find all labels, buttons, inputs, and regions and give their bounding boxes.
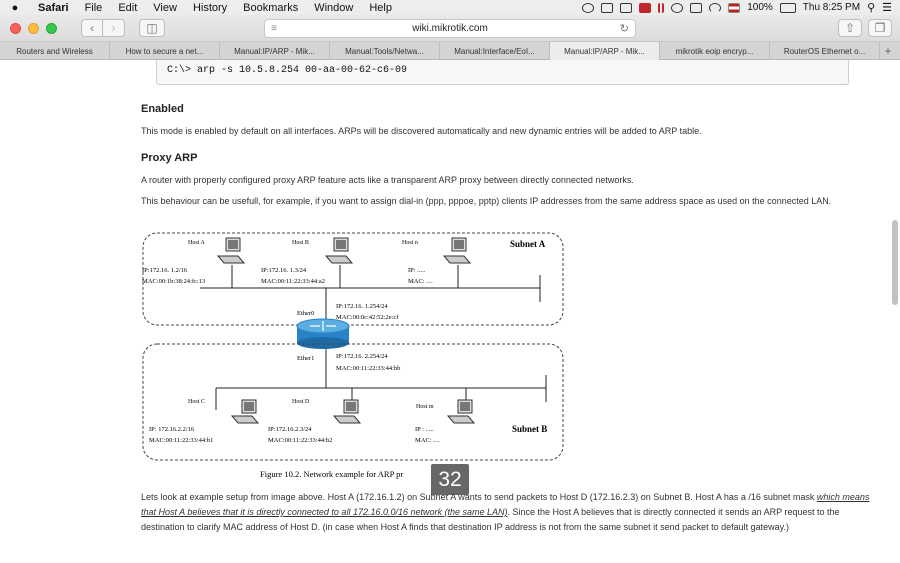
example-paragraph-emphasis: which means that Host A believes that it… [141, 492, 870, 517]
status-e-icon[interactable] [582, 2, 595, 13]
proxy-paragraph-1: A router with properly configured proxy … [141, 175, 634, 185]
figure-caption: Figure 10.2. Network example for ARP pr [260, 469, 403, 479]
ether1-label: Ether1 [297, 355, 314, 362]
subnet-b-label: Subnet B [512, 424, 547, 434]
host-c-ip: IP: 172.16.2.2/16 [149, 426, 195, 433]
host-a-ip: IP:172.16. 1.2/16 [142, 267, 188, 274]
share-button[interactable]: ⇧ [838, 19, 862, 37]
host-d-computer-icon [332, 399, 362, 424]
notification-center-icon[interactable]: ☰ [882, 2, 892, 14]
tab-ip-arp-1[interactable]: Manual:IP/ARP - Mik... [220, 42, 330, 60]
minimize-window-icon[interactable] [28, 22, 39, 34]
host-m-mac: MAC: .... [415, 437, 440, 444]
wifi-icon[interactable] [709, 2, 722, 13]
host-d-mac: MAC:00:11:22:33:44:b2 [268, 437, 332, 444]
host-m-name: Host m [416, 404, 434, 410]
host-a-mac: MAC:00:1b:38:24:fc:13 [142, 278, 205, 285]
messages-icon[interactable] [601, 2, 614, 13]
heading-proxy-arp: Proxy ARP [141, 152, 198, 164]
host-a-name: Host A [188, 240, 206, 246]
host-m-ip: IP : ..... [415, 426, 434, 433]
example-paragraph-start: Lets look at example setup from image ab… [141, 492, 817, 502]
network-diagram: Subnet A Host A IP:172.16. 1.2/16 MAC:00… [142, 232, 564, 479]
subnet-a-box [142, 232, 564, 326]
host-a-computer-icon [216, 237, 246, 264]
host-c-mac: MAC:00:11:22:33:44:b1 [149, 437, 213, 444]
ether1-ip: IP:172.16. 2.254/24 [336, 353, 388, 360]
battery-percent: 100% [747, 2, 773, 13]
tab-secure-network[interactable]: How to secure a net... [110, 42, 220, 60]
nav-buttons: ‹ › [81, 19, 125, 37]
host-b-name: Host B [292, 240, 309, 246]
host-d-ip: IP:172.16.2.3/24 [268, 426, 312, 433]
code-block: C:\> arp -s 10.5.8.254 00-aa-00-62-c6-09 [156, 60, 849, 85]
input-source-flag-icon[interactable] [728, 2, 741, 13]
show-tabs-button[interactable]: ❐ [868, 19, 892, 37]
page-content: C:\> arp -s 10.5.8.254 00-aa-00-62-c6-09… [0, 60, 900, 563]
host-b-computer-icon [324, 237, 354, 264]
new-tab-button[interactable]: + [884, 43, 892, 58]
menu-view[interactable]: View [153, 1, 177, 14]
ether0-label: Ether0 [297, 310, 314, 317]
browser-toolbar: ‹ › ◫ ≡ wiki.mikrotik.com ↻ ⇧ ❐ [0, 15, 900, 42]
host-n-computer-icon [442, 237, 472, 264]
fullscreen-window-icon[interactable] [46, 22, 57, 34]
tab-interface-eoip[interactable]: Manual:Interface/EoI... [440, 42, 550, 60]
back-button[interactable]: ‹ [81, 19, 103, 37]
router-icon [296, 318, 350, 349]
proxy-paragraph-2: This behaviour can be usefull, for examp… [141, 196, 832, 206]
menu-file[interactable]: File [84, 1, 103, 14]
ether0-mac: MAC:00:0c:42:52:2e:cf [336, 314, 399, 321]
overlay-badge: 32 [431, 464, 469, 495]
sidebar-toggle-button[interactable]: ◫ [139, 19, 165, 37]
heading-enabled: Enabled [141, 103, 184, 115]
reload-icon[interactable]: ↻ [619, 23, 629, 35]
tab-eoip-encryption[interactable]: mikrotik eoip encryp... [660, 42, 770, 60]
reader-list-icon[interactable]: ≡ [271, 23, 277, 34]
tab-ip-arp-active[interactable]: Manual:IP/ARP - Mik... [550, 42, 660, 60]
host-c-name: Host C [188, 399, 205, 405]
menu-bookmarks[interactable]: Bookmarks [243, 1, 299, 14]
forward-button[interactable]: › [103, 19, 125, 37]
status-red-app-icon[interactable] [639, 2, 652, 13]
macos-menubar: ● Safari File Edit View History Bookmark… [0, 0, 900, 15]
battery-icon[interactable] [779, 2, 796, 13]
host-n-name: Host n [402, 240, 418, 246]
apple-menu-icon[interactable]: ● [11, 1, 19, 14]
spotlight-search-icon[interactable]: ⚲ [867, 2, 876, 14]
example-paragraph-rest: . Since the Host A believes that is dire… [141, 507, 840, 532]
host-n-mac: MAC: .... [408, 278, 433, 285]
display-icon[interactable] [690, 2, 703, 13]
menu-edit[interactable]: Edit [118, 1, 138, 14]
parallels-icon[interactable] [658, 2, 665, 13]
host-c-computer-icon [230, 399, 260, 424]
subnet-b-box [142, 343, 564, 461]
menu-history[interactable]: History [192, 1, 228, 14]
address-bar[interactable]: ≡ wiki.mikrotik.com ↻ [264, 19, 636, 38]
url-text: wiki.mikrotik.com [412, 23, 488, 34]
host-b-mac: MAC:00:11:22:33:44:a2 [261, 278, 325, 285]
menu-app-name[interactable]: Safari [38, 1, 69, 14]
ether0-ip: IP:172.16. 1.254/24 [336, 303, 388, 310]
host-m-computer-icon [446, 399, 476, 424]
tab-routers-wireless[interactable]: Routers and Wireless [0, 42, 110, 60]
menu-window[interactable]: Window [314, 1, 354, 14]
enabled-paragraph: This mode is enabled by default on all i… [141, 126, 702, 136]
tab-routeros-ethernet[interactable]: RouterOS Ethernet o... [770, 42, 880, 60]
host-b-ip: IP:172.16. 1.3/24 [261, 267, 307, 274]
close-window-icon[interactable] [10, 22, 21, 34]
vertical-scrollbar[interactable] [892, 220, 898, 305]
host-n-ip: IP: ..... [408, 267, 426, 274]
tab-tools-network[interactable]: Manual:Tools/Netwa... [330, 42, 440, 60]
tab-strip: Routers and Wireless How to secure a net… [0, 42, 900, 60]
status-area: 100% Thu 8:25 PM ⚲ ☰ [582, 1, 900, 14]
clock[interactable]: Thu 8:25 PM [802, 2, 861, 13]
time-machine-icon[interactable] [671, 2, 684, 13]
subnet-a-label: Subnet A [510, 239, 546, 249]
status-app-icon[interactable] [620, 2, 633, 13]
example-paragraph: Lets look at example setup from image ab… [141, 490, 881, 535]
host-d-name: Host D [292, 399, 310, 405]
ether1-mac: MAC:00:11:22:33:44:bb [336, 365, 400, 372]
menu-help[interactable]: Help [369, 1, 392, 14]
